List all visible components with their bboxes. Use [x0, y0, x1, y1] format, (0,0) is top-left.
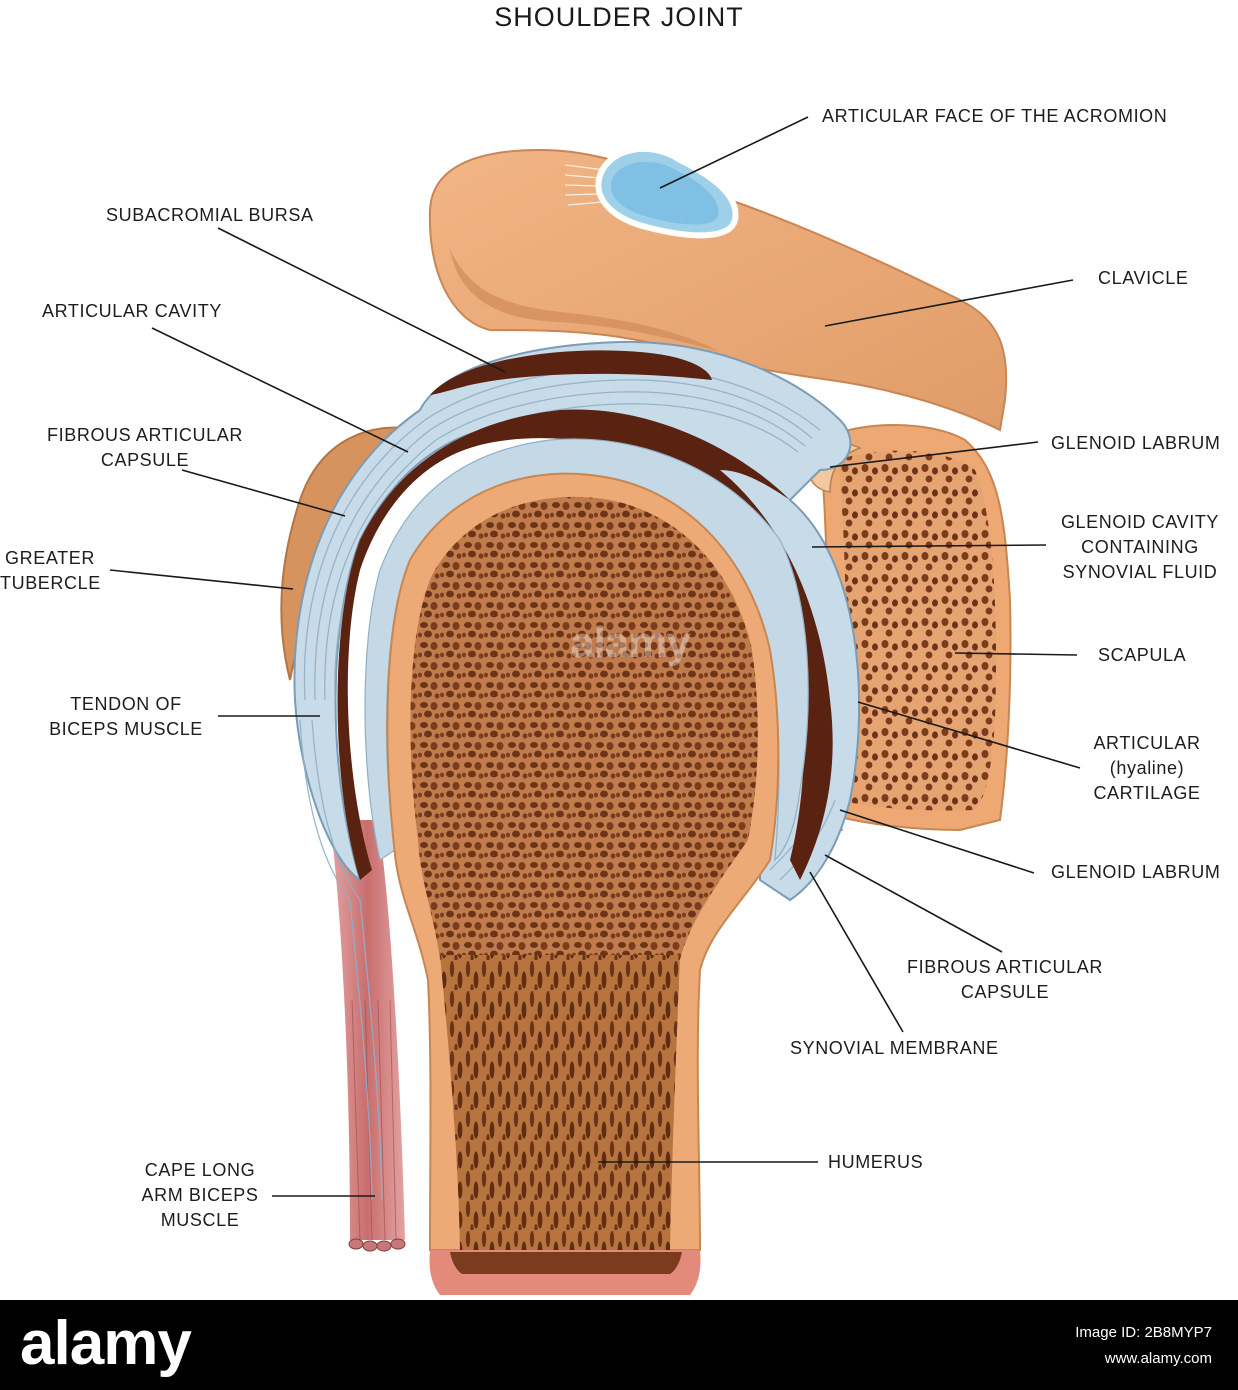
leader-cartilage: [857, 701, 1081, 769]
label-articular-cavity: ARTICULAR CAVITY: [42, 301, 222, 321]
leader-greater-tubercle: [109, 569, 294, 590]
label-fibrous-capsule-right: FIBROUS ARTICULAR CAPSULE: [907, 957, 1103, 1002]
leader-acromion: [659, 116, 809, 189]
label-humerus: HUMERUS: [828, 1152, 924, 1172]
label-fibrous-capsule-left: FIBROUS ARTICULAR CAPSULE: [47, 425, 243, 470]
label-acromion-face: ARTICULAR FACE OF THE ACROMION: [822, 106, 1168, 126]
footer-image-id: Image ID: 2B8MYP7: [1075, 1324, 1212, 1341]
leader-subacromial: [217, 227, 506, 373]
leader-clavicle: [824, 279, 1074, 327]
shoulder-illustration: [109, 116, 1081, 1295]
clavicle-bone: [428, 148, 1008, 432]
humerus-spongy-shaft: [440, 955, 680, 1250]
diagram-title: SHOULDER JOINT: [494, 2, 744, 32]
label-cape-long-arm: CAPE LONG ARM BICEPS MUSCLE: [141, 1160, 259, 1230]
label-subacromial-bursa: SUBACROMIAL BURSA: [106, 205, 314, 225]
scapula-spongy: [838, 450, 996, 811]
leader-glenoid-cavity: [811, 544, 1047, 548]
label-clavicle: CLAVICLE: [1098, 268, 1189, 288]
footer-logo[interactable]: alamy: [20, 1309, 192, 1378]
humerus-spongy-head: [410, 496, 758, 960]
label-greater-tubercle: GREATER TUBERCLE: [0, 548, 101, 593]
label-scapula: SCAPULA: [1098, 645, 1187, 665]
leader-fibrous-capsule-left: [181, 469, 346, 517]
clavicle-underside: [450, 250, 720, 352]
leader-lines: [109, 116, 1081, 1197]
footer-bar: alamy Image ID: 2B8MYP7 www.alamy.com: [0, 1300, 1238, 1390]
label-glenoid-labrum-top: GLENOID LABRUM: [1051, 433, 1221, 453]
label-tendon-biceps: TENDON OF BICEPS MUSCLE: [49, 694, 203, 739]
leader-synovial-membrane: [809, 871, 904, 1033]
leader-articular-cavity: [151, 327, 409, 453]
label-glenoid-labrum-bottom: GLENOID LABRUM: [1051, 862, 1221, 882]
label-articular-cartilage: ARTICULAR (hyaline) CARTILAGE: [1093, 733, 1201, 803]
leader-scapula: [954, 652, 1078, 656]
label-glenoid-cavity: GLENOID CAVITY CONTAINING SYNOVIAL FLUID: [1060, 512, 1220, 582]
long-biceps-muscle: [330, 820, 405, 1240]
acromion-fibers: [564, 164, 606, 206]
subacromial-bursa-shape: [430, 350, 712, 395]
footer-site-link[interactable]: www.alamy.com: [1104, 1350, 1212, 1367]
leader-glenoid-labrum-bottom: [839, 809, 1035, 874]
leader-glenoid-labrum-top: [829, 441, 1039, 468]
leader-fibrous-capsule-right: [824, 854, 1003, 953]
label-synovial-membrane: SYNOVIAL MEMBRANE: [790, 1038, 999, 1058]
watermark: alamy: [570, 618, 691, 667]
